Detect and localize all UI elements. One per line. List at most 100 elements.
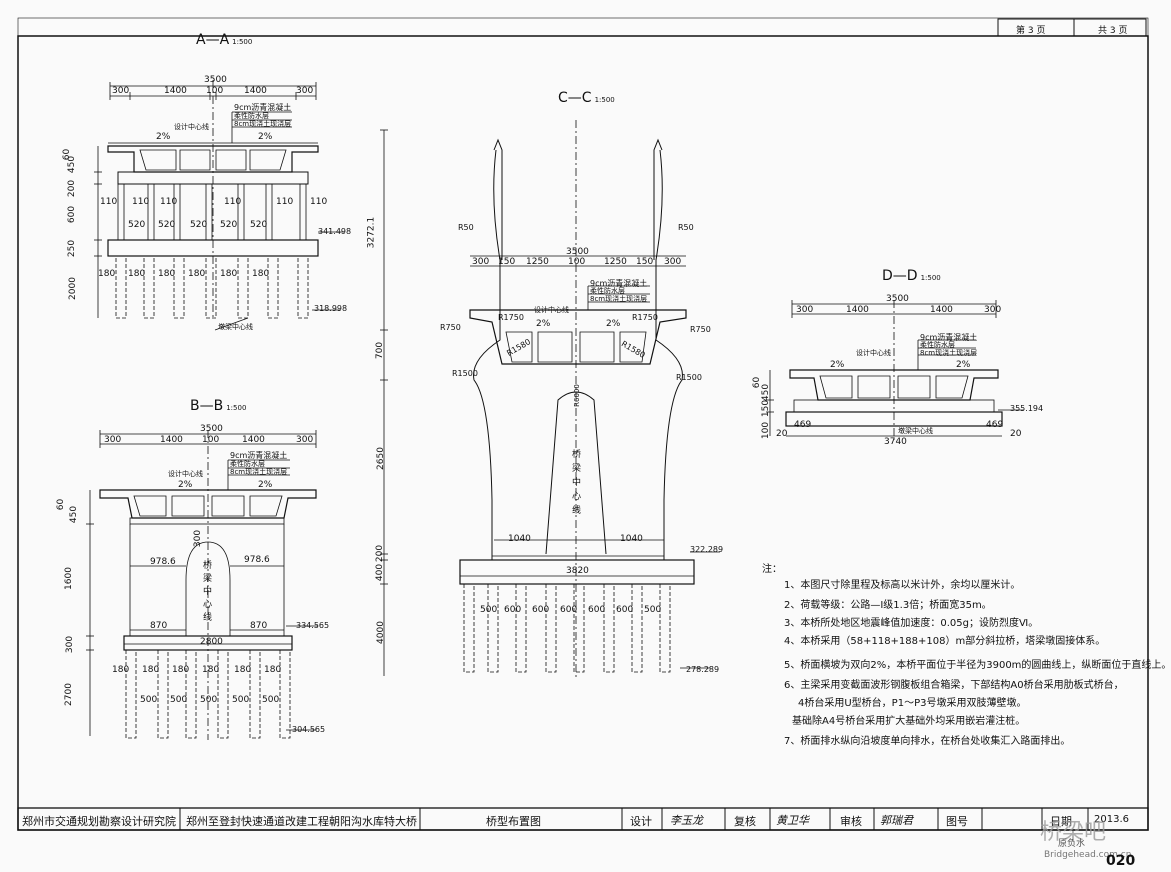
aa-pile-2: 180 bbox=[158, 269, 176, 279]
note-6c: 基础除A4号桥台采用扩大基础外均采用嵌岩灌注桩。 bbox=[792, 716, 1026, 727]
cc-half-l: 1040 bbox=[508, 534, 531, 544]
cc-pspan-3: 600 bbox=[560, 605, 578, 615]
bb-half-r: 978.6 bbox=[244, 555, 270, 565]
aa-gap-2: 110 bbox=[160, 197, 178, 207]
dd-base-w: 3740 bbox=[884, 437, 907, 447]
note-5: 5、桥面横坡为双向2%，本桥平面位于半径为3900m的圆曲线上，纵断面位于直线上… bbox=[784, 660, 1171, 671]
review-signature: 郭瑞君 bbox=[880, 814, 913, 827]
bb-base-w: 2800 bbox=[200, 637, 223, 647]
institute-name: 郑州市交通规划勘察设计研究院 bbox=[22, 815, 176, 828]
bb-dim-left-0: 60 bbox=[56, 498, 67, 511]
bb-piles bbox=[125, 649, 291, 739]
aa-layer-1: 柔性防水层 bbox=[234, 112, 269, 120]
cc-pspan-1: 600 bbox=[504, 605, 522, 615]
review-label: 审核 bbox=[840, 815, 862, 828]
dd-slope-r: 2% bbox=[956, 360, 971, 370]
dd-layer-1: 柔性防水层 bbox=[920, 341, 955, 349]
cc-pspan-0: 500 bbox=[480, 605, 498, 615]
section-dd bbox=[766, 300, 1024, 440]
bb-pile-1: 180 bbox=[142, 665, 160, 675]
cc-dim-2: 1250 bbox=[526, 257, 549, 267]
bb-dim-4: 300 bbox=[296, 435, 314, 445]
cc-layer-1: 柔性防水层 bbox=[590, 287, 625, 295]
aa-span-2: 520 bbox=[190, 220, 208, 230]
bb-pspan-4: 500 bbox=[262, 695, 280, 705]
dd-dim-left-3: 100 bbox=[761, 421, 772, 440]
dd-dim-left-1: 450 bbox=[761, 383, 772, 402]
aa-gap-5: 110 bbox=[310, 197, 328, 207]
cc-pspan-4: 600 bbox=[588, 605, 606, 615]
check-label: 复核 bbox=[734, 815, 756, 828]
cc-elev-top: 322.289 bbox=[690, 545, 724, 554]
aa-pier-axis: 墩梁中心线 bbox=[218, 323, 253, 331]
dd-pier-axis: 墩梁中心线 bbox=[898, 427, 933, 435]
aa-layer-2: 8cm现浇土现浇层 bbox=[234, 120, 292, 128]
aa-columns bbox=[117, 183, 307, 241]
aa-gap-0: 110 bbox=[100, 197, 118, 207]
bb-layer-1: 柔性防水层 bbox=[230, 460, 265, 468]
aa-slope-r: 2% bbox=[258, 132, 273, 142]
cc-r1750-r: R1750 bbox=[632, 313, 658, 322]
aa-pile-5: 180 bbox=[252, 269, 270, 279]
bb-axis-text: 桥梁中心线 bbox=[203, 561, 213, 623]
bb-pspan-0: 500 bbox=[140, 695, 158, 705]
aa-dim-3: 1400 bbox=[244, 86, 267, 96]
bb-width: 3500 bbox=[200, 424, 223, 434]
aa-centerline: 设计中心线 bbox=[174, 123, 209, 131]
design-label: 设计 bbox=[630, 815, 652, 828]
bb-half-l: 978.6 bbox=[150, 557, 176, 567]
cc-layer-0: 9cm沥青混凝土 bbox=[590, 279, 648, 288]
outer-frame bbox=[17, 35, 1149, 831]
bb-elev-top: 334.565 bbox=[296, 621, 330, 630]
bb-layer-2: 8cm现浇土现浇层 bbox=[230, 468, 288, 476]
page-total: 共 3 页 bbox=[1098, 26, 1128, 36]
notes-heading: 注： bbox=[762, 564, 782, 575]
bb-dim-3: 1400 bbox=[242, 435, 265, 445]
dd-layer-2: 8cm现浇土现浇层 bbox=[920, 349, 978, 357]
aa-dim-4: 300 bbox=[296, 86, 314, 96]
aa-slope-l: 2% bbox=[156, 132, 171, 142]
aa-pile-4: 180 bbox=[220, 269, 238, 279]
bb-layer-0: 9cm沥青混凝土 bbox=[230, 451, 288, 460]
sheet-code: 020 bbox=[1106, 853, 1136, 869]
cc-dim-4: 1250 bbox=[604, 257, 627, 267]
date-value: 2013.6 bbox=[1094, 814, 1129, 825]
cc-base-w: 3820 bbox=[566, 566, 589, 576]
cc-width: 3500 bbox=[566, 247, 589, 257]
cc-r1500-l: R1500 bbox=[452, 369, 478, 378]
cc-r1500-r: R1500 bbox=[676, 373, 702, 382]
bb-slope-l: 2% bbox=[178, 480, 193, 490]
aa-dim-0: 300 bbox=[112, 86, 130, 96]
number-label: 图号 bbox=[946, 815, 968, 828]
dd-slope-l: 2% bbox=[830, 360, 845, 370]
cc-height-top: 3272.1 bbox=[366, 216, 377, 249]
bb-dim-left-4: 2700 bbox=[63, 683, 74, 706]
section-cc bbox=[380, 120, 720, 680]
dd-edge-r: 469 bbox=[986, 420, 1004, 430]
watermark-url: Bridgehead.com.cn bbox=[1044, 850, 1132, 860]
aa-gap-1: 110 bbox=[132, 197, 150, 207]
dd-layer-0: 9cm沥青混凝土 bbox=[920, 333, 978, 342]
note-3: 3、本桥所处地区地震峰值加速度：0.05g；设防烈度Ⅵ。 bbox=[784, 618, 1039, 629]
aa-dim-left-1: 450 bbox=[67, 155, 78, 174]
aa-dim-2: 100 bbox=[206, 86, 224, 96]
dd-dim-3: 300 bbox=[984, 305, 1002, 315]
cc-piles bbox=[463, 583, 671, 673]
note-1: 1、本图尺寸除里程及标高以米计外，余均以厘米计。 bbox=[784, 580, 1021, 591]
aa-dim-left-4: 250 bbox=[67, 239, 78, 258]
bb-dim-2: 100 bbox=[202, 435, 220, 445]
dd-dim-left-2: 150 bbox=[761, 399, 772, 418]
cc-r1750-l: R1750 bbox=[498, 313, 524, 322]
cc-dim-6: 300 bbox=[664, 257, 682, 267]
cc-centerline: 设计中心线 bbox=[534, 306, 569, 314]
cc-dim-left-4: 4000 bbox=[375, 621, 386, 644]
cc-dim-3: 100 bbox=[568, 257, 586, 267]
cc-dim-left-3: 400 bbox=[375, 563, 386, 582]
dd-off-r: 20 bbox=[1010, 429, 1022, 439]
dd-elev: 355.194 bbox=[1010, 404, 1044, 413]
bb-dim-1: 1400 bbox=[160, 435, 183, 445]
cc-r50-l: R50 bbox=[458, 223, 474, 232]
